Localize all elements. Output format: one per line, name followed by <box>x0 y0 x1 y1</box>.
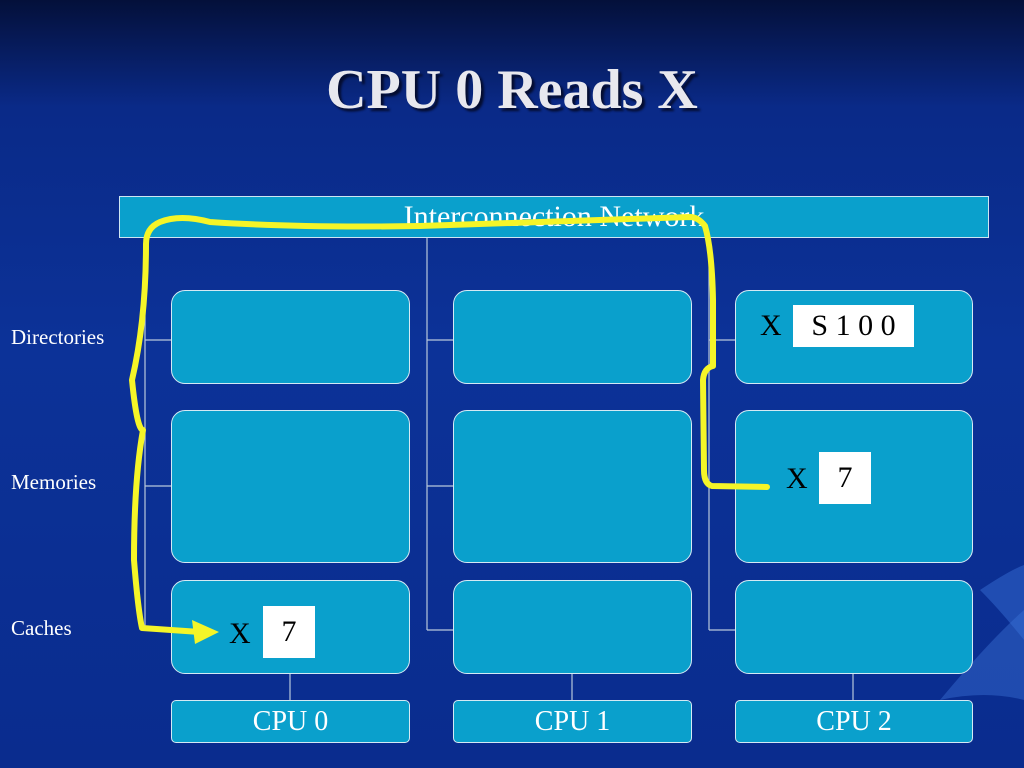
cpu-0: CPU 0 <box>171 700 410 743</box>
cache-entry-name: X <box>229 617 251 650</box>
interconnection-network: Interconnection Network <box>119 196 989 238</box>
cpu-1: CPU 1 <box>453 700 692 743</box>
memory-cpu0 <box>171 410 410 563</box>
cache-cpu2 <box>735 580 973 674</box>
cache-cpu1 <box>453 580 692 674</box>
memory-entry-value: 7 <box>819 452 871 504</box>
slide-title: CPU 0 Reads X <box>326 59 698 121</box>
cache-entry-value: 7 <box>263 606 315 658</box>
directory-cpu0 <box>171 290 410 384</box>
cpu-2: CPU 2 <box>735 700 973 743</box>
directory-entry-value: S 1 0 0 <box>793 305 914 347</box>
directory-entry-name: X <box>760 309 782 342</box>
row-label-caches: Caches <box>11 616 72 640</box>
memory-cpu1 <box>453 410 692 563</box>
memory-entry-name: X <box>786 462 808 495</box>
directory-cpu1 <box>453 290 692 384</box>
row-label-memories: Memories <box>11 470 97 494</box>
row-label-directories: Directories <box>11 325 105 349</box>
